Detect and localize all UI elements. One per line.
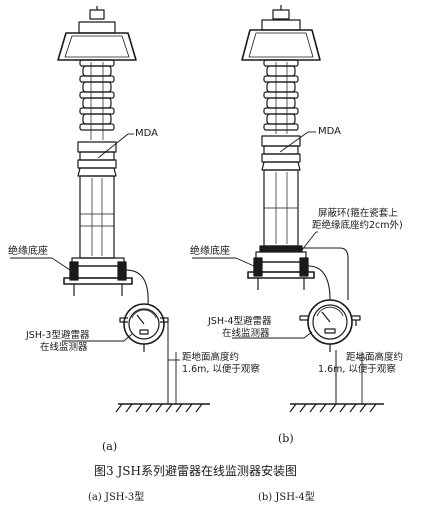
figure-sub-a: (a) JSH-3型 [88, 492, 145, 503]
label-height-b-line1: 距地面高度约 [346, 352, 404, 363]
panel-tag-b: (b) [278, 432, 294, 445]
ground-a [115, 403, 210, 413]
figure-sub-b: (b) JSH-4型 [258, 492, 315, 503]
leaders-b [192, 131, 366, 404]
panel-tag-a: (a) [102, 440, 118, 453]
label-monitor-a-line1: JSH-3型避雷器 [26, 330, 90, 341]
monitor-a [119, 303, 169, 404]
label-mda-a: MDA [135, 128, 158, 139]
label-insulating-base-a: 绝缘底座 [8, 246, 48, 257]
label-monitor-a-line2: 在线监测器 [40, 342, 88, 353]
figure-title: 图3 JSH系列避雷器在线监测器安装图 [94, 464, 297, 478]
label-shield-ring-line2: 距绝缘底座约2cm外) [312, 220, 403, 231]
label-height-a-line1: 距地面高度约 [182, 352, 240, 363]
label-monitor-b-line1: JSH-4型避雷器 [208, 316, 272, 327]
label-height-b-line2: 1.6m, 以便于观察 [318, 364, 396, 375]
label-shield-ring-line1: 屏蔽环(箍在瓷套上 [318, 208, 398, 219]
arrester-a [57, 6, 149, 306]
label-monitor-b-line2: 在线监测器 [222, 328, 270, 339]
label-height-a-line2: 1.6m, 以便于观察 [182, 364, 260, 375]
leaders-a [10, 133, 180, 404]
label-insulating-base-b: 绝缘底座 [190, 246, 230, 257]
label-mda-b: MDA [318, 126, 341, 137]
ground-b [289, 403, 384, 413]
arrester-b [241, 5, 349, 301]
monitor-b [299, 299, 361, 404]
